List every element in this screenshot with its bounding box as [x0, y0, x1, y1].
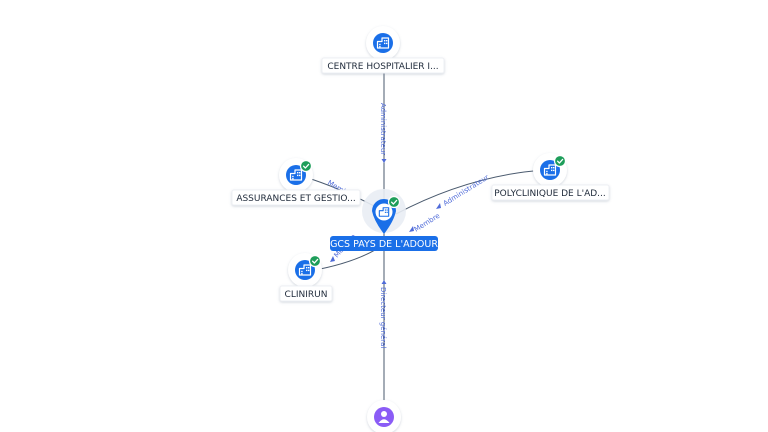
verified-check-icon: [553, 154, 567, 168]
node-center-gcs[interactable]: GCS PAYS DE L'ADOUR: [330, 189, 438, 251]
verified-check-icon: [308, 254, 322, 268]
edge-label-centre: Administrateur: [379, 103, 387, 155]
arrow-clinirun-icon: [330, 256, 335, 262]
arrow-poly-admin-icon: [436, 203, 441, 209]
edge-label-person: Directeur général: [379, 287, 387, 348]
node-label-clinirun: CLINIRUN: [285, 290, 328, 300]
node-label-assurances: ASSURANCES ET GESTIO...: [236, 194, 355, 204]
node-centre-hospitalier[interactable]: CENTRE HOSPITALIER I...: [321, 26, 445, 74]
person-icon: [378, 411, 390, 423]
arrow-centre-icon: [381, 159, 387, 163]
node-person[interactable]: [367, 400, 401, 432]
center-node-label: GCS PAYS DE L'ADOUR: [330, 239, 438, 250]
edge-polyclinique[interactable]: [395, 169, 546, 215]
arrow-poly-member-icon: [409, 226, 414, 232]
node-clinirun[interactable]: CLINIRUN: [279, 253, 333, 302]
node-assurances[interactable]: ASSURANCES ET GESTIO...: [231, 158, 361, 206]
node-polyclinique[interactable]: POLYCLINIQUE DE L'AD...: [491, 153, 610, 201]
verified-check-icon: [299, 159, 313, 173]
node-label-polyclinique: POLYCLINIQUE DE L'AD...: [494, 189, 606, 199]
edge-label-polyclinique-member: Membre: [413, 212, 442, 234]
arrow-person-icon: [381, 280, 387, 284]
node-label-centre: CENTRE HOSPITALIER I...: [327, 62, 438, 72]
verified-check-icon: [387, 195, 401, 209]
edge-labels: Administrateur Directeur général Adminis…: [326, 103, 490, 348]
